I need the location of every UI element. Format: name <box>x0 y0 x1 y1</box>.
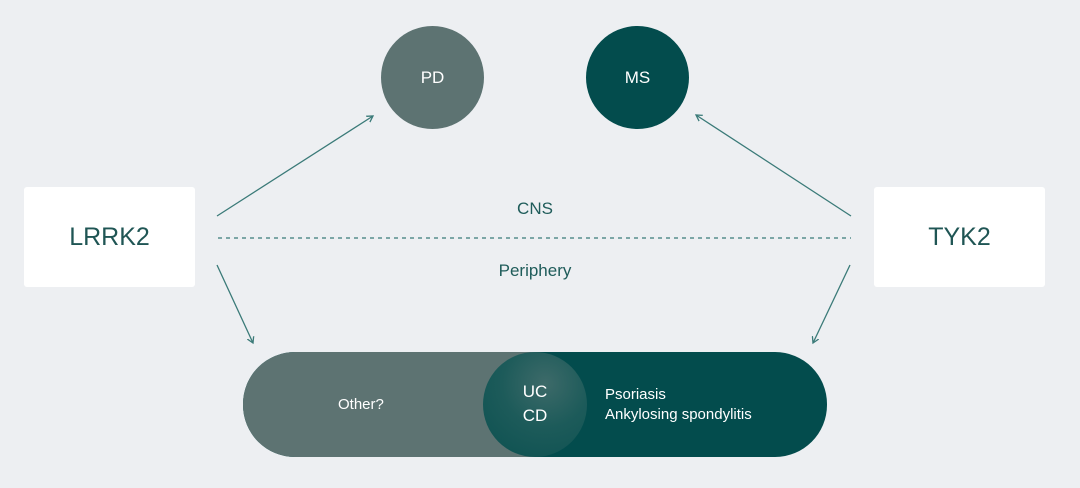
tyk2-node: TYK2 <box>874 187 1045 287</box>
arrow-lrrk2-to-periphery <box>216 264 253 343</box>
ms-node: MS <box>586 26 689 129</box>
pd-node: PD <box>381 26 484 129</box>
tyk2-indications: Psoriasis Ankylosing spondylitis <box>605 385 752 425</box>
periphery-label: Periphery <box>498 261 572 280</box>
overlap-labels: UC CD <box>509 380 561 428</box>
ankylosing-spondylitis-label: Ankylosing spondylitis <box>605 406 752 423</box>
pd-label: PD <box>420 67 445 87</box>
psoriasis-label: Psoriasis <box>605 386 666 403</box>
other-label: Other? <box>338 396 384 413</box>
tyk2-label: TYK2 <box>928 222 991 251</box>
ms-label: MS <box>624 67 651 87</box>
arrow-lrrk2-to-pd <box>216 116 373 217</box>
arrow-tyk2-to-ms <box>696 115 852 217</box>
uc-label: UC <box>522 382 548 401</box>
lrrk2-node: LRRK2 <box>24 187 195 287</box>
cns-label: CNS <box>517 199 553 218</box>
lrrk2-label: LRRK2 <box>69 222 150 251</box>
periphery-indications-pill: Other? UC CD Psoriasis Ankylosing spondy… <box>243 352 827 457</box>
overlap-region <box>483 352 587 457</box>
arrow-tyk2-to-periphery <box>813 264 851 343</box>
cd-label: CD <box>522 406 548 425</box>
